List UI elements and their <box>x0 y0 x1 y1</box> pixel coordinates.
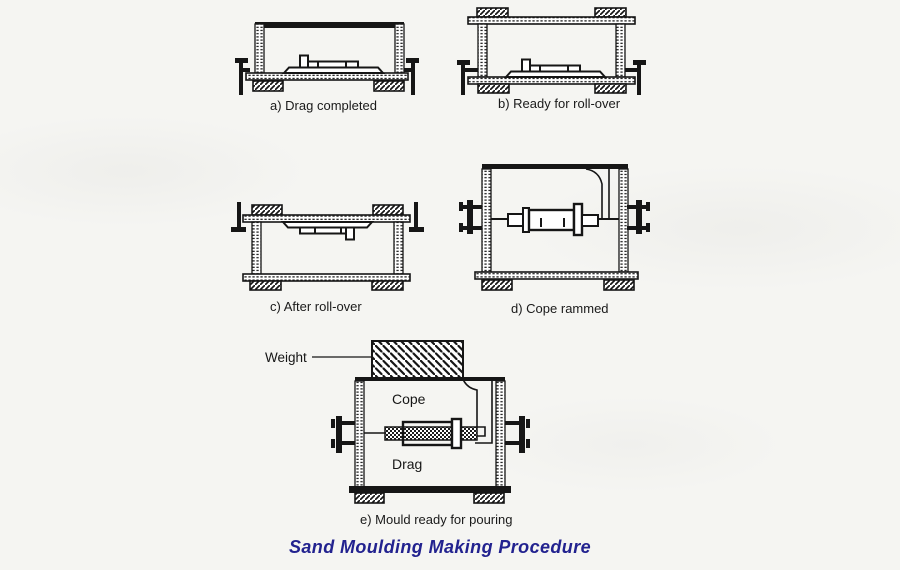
figure-d-cope-rammed <box>459 164 650 291</box>
flask-wall-left <box>477 23 488 78</box>
pattern-at-parting-line <box>507 202 599 237</box>
clamp-pin-right <box>409 202 424 232</box>
moulding-board <box>245 72 409 81</box>
clamp-pin-left <box>231 202 246 232</box>
clamp-pin-left <box>457 60 478 95</box>
board-foot-left <box>251 204 283 216</box>
top-board <box>467 16 636 25</box>
clamp-pin-right <box>625 60 646 95</box>
flask-clamp-left <box>459 200 482 234</box>
cope-top-edge <box>482 164 628 169</box>
page-title: Sand Moulding Making Procedure <box>288 537 592 557</box>
pattern-on-board <box>281 54 386 74</box>
clamp-pin-left <box>235 58 250 95</box>
mould-wall-left <box>354 380 365 488</box>
caption-a: a) Drag completed <box>270 98 377 113</box>
clamp-pin-right <box>404 58 419 95</box>
bottom-board <box>467 76 636 85</box>
caption-c: c) After roll-over <box>270 299 362 314</box>
mould-wall-right <box>495 380 506 488</box>
bottom-foot-right <box>473 492 505 504</box>
figure-a-drag-completed <box>235 22 419 95</box>
top-board-foot-right <box>594 7 627 18</box>
figure-b-ready-for-roll-over <box>457 7 646 95</box>
bottom-foot-right <box>603 279 635 291</box>
bottom-board <box>349 486 511 493</box>
flask-wall-left <box>251 221 262 276</box>
drag-label: Drag <box>392 456 422 472</box>
flask-bottom-edge <box>255 22 404 28</box>
flask-clamp-left <box>331 416 355 453</box>
cope-label: Cope <box>392 391 426 407</box>
weight-label: Weight <box>265 350 307 365</box>
moulding-board-on-top <box>242 214 411 223</box>
figure-c-after-roll-over <box>231 202 424 291</box>
figure-e-mould-ready: Weight Cope Drag <box>265 340 530 504</box>
bottom-board <box>242 273 411 282</box>
caption-e: e) Mould ready for pouring <box>360 512 513 527</box>
flask-wall-right <box>394 23 405 75</box>
board-foot-left <box>477 83 510 94</box>
flask-wall-left <box>254 23 265 75</box>
flask-wall-right <box>393 221 404 276</box>
flask-clamp-right <box>505 416 530 453</box>
board-foot-right <box>372 204 404 216</box>
sprue-channel <box>585 168 610 218</box>
bottom-board <box>474 271 639 280</box>
bottom-foot-left <box>481 279 513 291</box>
bottom-foot-right <box>371 280 404 291</box>
mould-cavity <box>384 417 478 450</box>
flask-wall-right <box>615 23 626 78</box>
top-board-foot-left <box>476 7 509 18</box>
mould-top-edge <box>355 377 505 381</box>
caption-b: b) Ready for roll-over <box>498 96 621 111</box>
flask-wall-left <box>481 168 492 273</box>
pattern-hanging <box>280 221 375 241</box>
bottom-foot-left <box>354 492 385 504</box>
sprue-channel <box>461 376 493 444</box>
board-foot-right <box>373 80 405 92</box>
flask-clamp-right <box>627 200 650 234</box>
bottom-foot-left <box>249 280 282 291</box>
board-foot-right <box>594 83 627 94</box>
weight-block <box>371 340 464 379</box>
caption-d: d) Cope rammed <box>511 301 609 316</box>
pattern-on-board <box>503 58 608 78</box>
flask-wall-right <box>618 168 629 273</box>
board-foot-left <box>252 80 284 92</box>
